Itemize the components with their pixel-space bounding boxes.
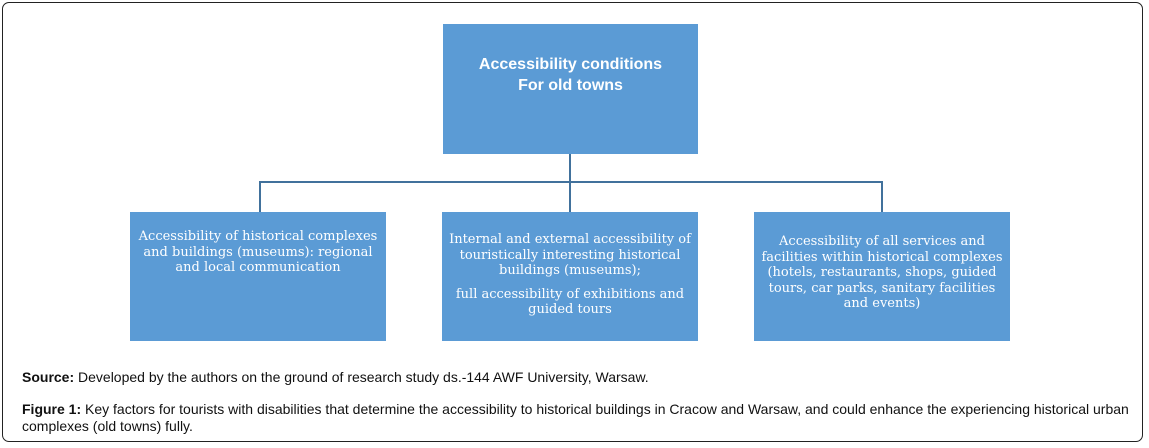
- root-line-2: For old towns: [518, 77, 623, 94]
- source-label: Source:: [22, 369, 75, 385]
- child3-line-5: and events): [843, 296, 921, 311]
- child3-line-3: (hotels, restaurants, shops, guided: [767, 265, 997, 280]
- connector-root-vertical: [569, 154, 571, 182]
- figure-label: Figure 1:: [22, 401, 82, 417]
- child2-line-4: full accessibility of exhibitions and: [455, 286, 685, 302]
- child1-line-2: and buildings (museums): regional: [143, 244, 373, 260]
- child3-line-2: facilities within historical complexes: [761, 249, 1003, 265]
- connector-horizontal: [259, 181, 883, 183]
- child1-line-3: and local communication: [175, 260, 341, 275]
- root-line-1: Accessibility conditions: [478, 56, 663, 73]
- child3-line-1: Accessibility of all services and: [779, 234, 985, 249]
- connector-child-2: [569, 181, 571, 212]
- child-node-services-facilities: Accessibility of all services and facili…: [754, 212, 1010, 341]
- child-node-historical-complexes: Accessibility of historical complexes an…: [130, 212, 386, 341]
- connector-child-3: [881, 181, 883, 212]
- child1-line-1: Accessibility of historical complexes: [138, 229, 378, 244]
- child2-line-2: touristically interesting historical: [459, 247, 681, 263]
- child2-line-3: buildings (museums);: [499, 263, 641, 278]
- source-caption: Source: Developed by the authors on the …: [22, 369, 1132, 386]
- root-node-accessibility-conditions: Accessibility conditions For old towns: [443, 24, 698, 154]
- figure-caption: Figure 1: Key factors for tourists with …: [22, 401, 1132, 435]
- child3-line-4: tours, car parks, sanitary facilities: [768, 280, 996, 296]
- child2-line-5: guided tours: [528, 302, 612, 317]
- child-node-internal-external-accessibility: Internal and external accessibility of t…: [442, 212, 698, 341]
- connector-child-1: [259, 181, 261, 212]
- child2-line-1: Internal and external accessibility of: [449, 232, 691, 247]
- figure-text: Key factors for tourists with disabiliti…: [22, 401, 1129, 434]
- source-text: Developed by the authors on the ground o…: [74, 369, 649, 385]
